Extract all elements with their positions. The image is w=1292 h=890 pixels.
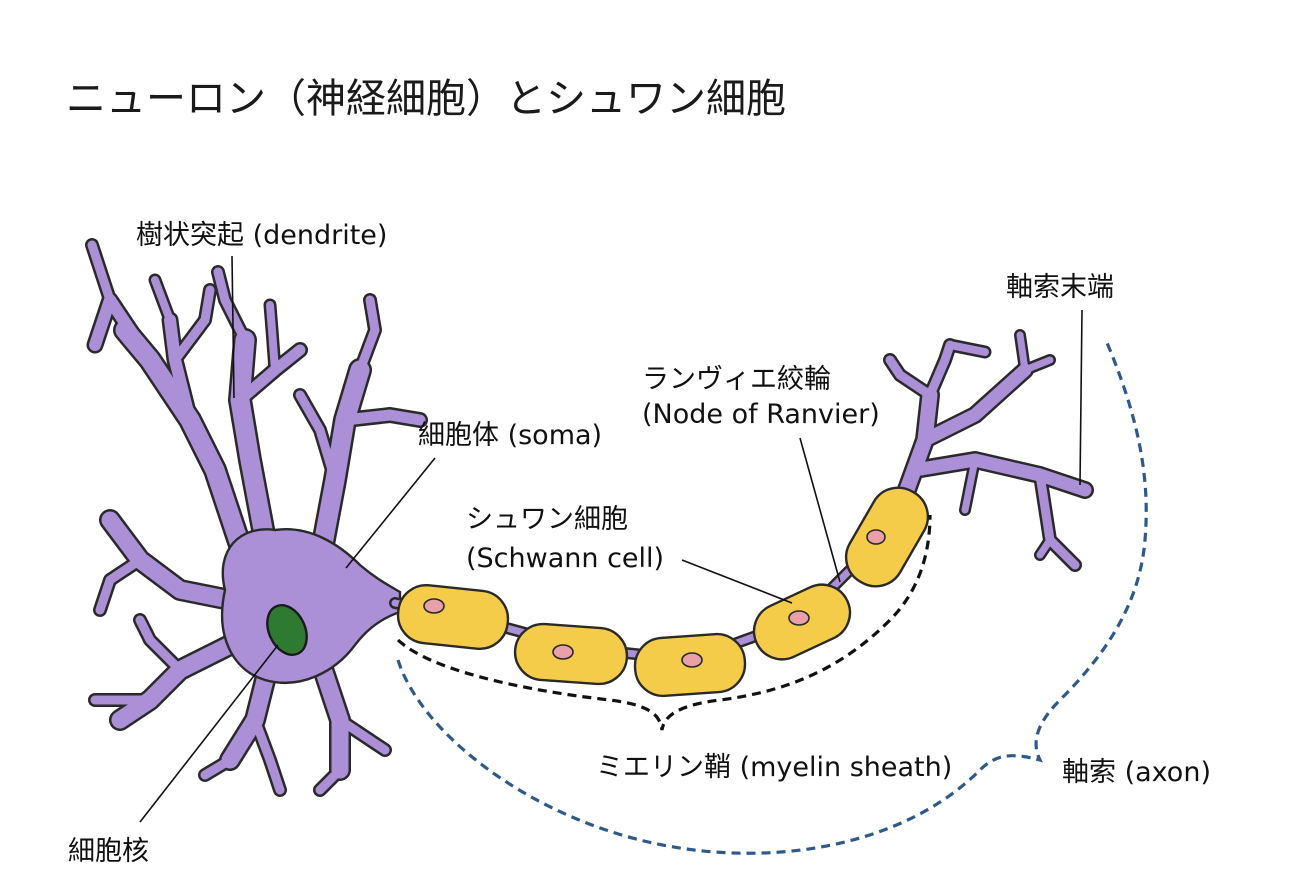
- schwann-label-en: (Schwann cell): [466, 543, 664, 574]
- nucleus-label: 細胞核: [68, 836, 149, 867]
- schwann-cell: [633, 632, 747, 698]
- dendrite-label: 樹状突起 (dendrite): [136, 220, 387, 251]
- schwann-leader: [681, 559, 793, 604]
- dendrite-leader: [231, 255, 235, 399]
- axon-label: 軸索 (axon): [1062, 757, 1211, 788]
- ranvier-label-en: (Node of Ranvier): [642, 399, 880, 430]
- neuron-cell-body-group: [85, 238, 428, 797]
- axon-terminal-leader: [1079, 309, 1083, 486]
- axon-terminal: [883, 329, 1094, 572]
- axon-bracket: [396, 337, 1148, 855]
- schwann-label-jp: シュワン細胞: [466, 504, 628, 535]
- dendrites-fill: [87, 240, 426, 795]
- cell-nucleus: [266, 604, 308, 656]
- page-title: ニューロン（神経細胞）とシュワン細胞: [66, 76, 786, 122]
- ranvier-leader: [799, 437, 841, 583]
- myelin-label: ミエリン鞘 (myelin sheath): [596, 752, 952, 783]
- schwann-cell: [513, 622, 629, 686]
- schwann-cell: [752, 583, 852, 661]
- nucleus-leader: [139, 644, 279, 823]
- schwann-cell: [396, 583, 510, 651]
- soma-leader: [345, 457, 436, 569]
- ranvier-label-jp: ランヴィエ絞輪: [642, 364, 831, 395]
- soma: [220, 528, 402, 684]
- schwann-cell: [844, 486, 930, 588]
- axon-terminal-label: 軸索末端: [1006, 272, 1114, 303]
- soma-label: 細胞体 (soma): [418, 420, 602, 451]
- schwann-cells: [396, 486, 930, 698]
